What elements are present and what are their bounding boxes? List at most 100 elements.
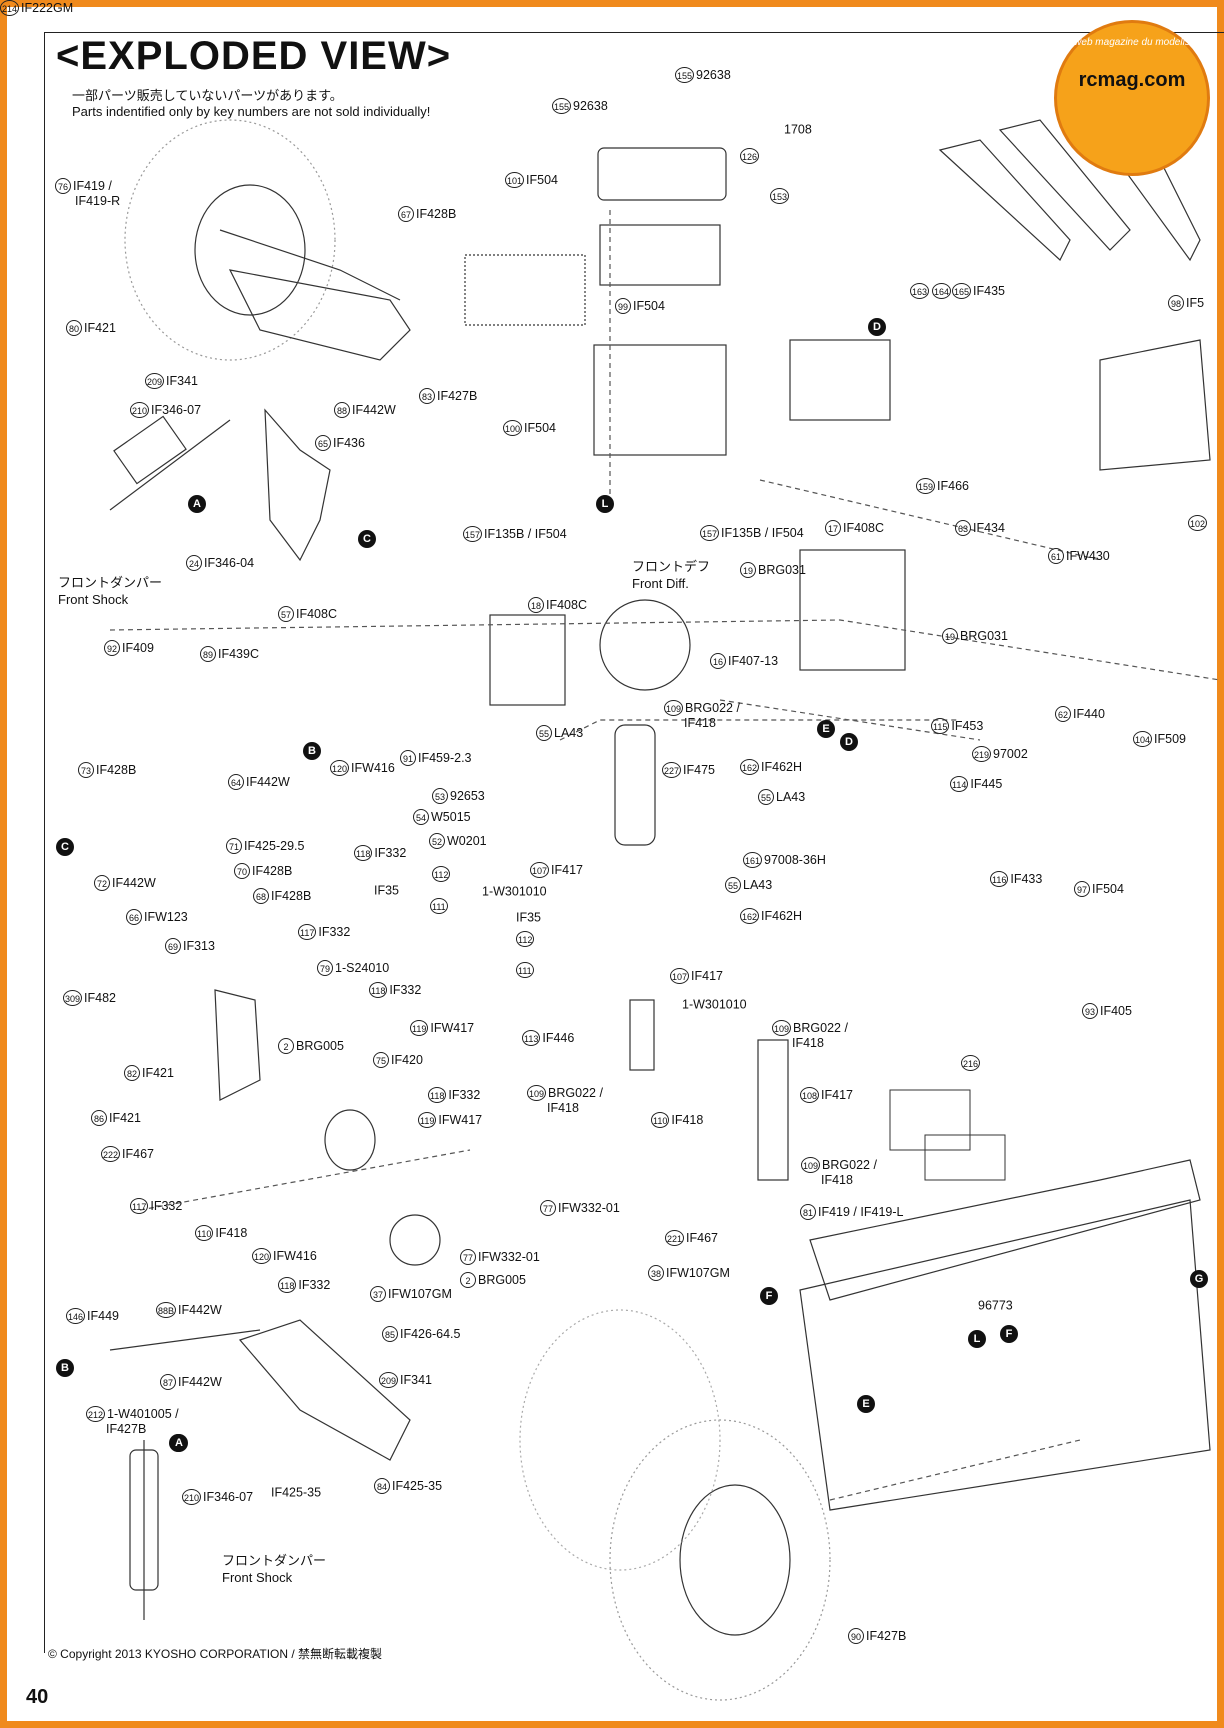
- part-key-number: 120: [330, 760, 350, 776]
- part-key-number: 98: [1168, 295, 1184, 311]
- part-code: IF449: [87, 1309, 119, 1323]
- page-number: 40: [26, 1686, 49, 1708]
- part-code-line2: IF418: [821, 1173, 853, 1187]
- assembly-marker: B: [56, 1359, 74, 1377]
- part-key-number: 107: [530, 862, 550, 878]
- rcmag-logo[interactable]: Le web magazine du modelisme rcmag.com: [1054, 20, 1210, 176]
- part-key-number: 111: [430, 898, 448, 914]
- assembly-marker: D: [868, 318, 886, 336]
- part-key-number: 24: [186, 555, 202, 571]
- part-key-number: 75: [373, 1052, 389, 1068]
- assembly-marker: C: [56, 838, 74, 856]
- receiver: [599, 224, 721, 286]
- part-code: IF440: [1073, 707, 1105, 721]
- part-label: 111: [516, 962, 536, 978]
- part-key-number: 57: [278, 606, 294, 622]
- steering-knuckle: [214, 989, 261, 1101]
- part-key-number: 63: [955, 520, 971, 536]
- part-key-number: 146: [66, 1308, 86, 1324]
- part-key-number: 79: [317, 960, 333, 976]
- upper-suspension-arm: [228, 269, 411, 361]
- part-code: IF408C: [546, 598, 587, 612]
- assembly-marker: L: [596, 495, 614, 513]
- part-label: 96773: [978, 1298, 1013, 1313]
- part-key-number: 214: [0, 0, 20, 16]
- part-label: 1-W301010: [482, 884, 547, 899]
- part-code: IF467: [122, 1147, 154, 1161]
- part-key-number: 161: [743, 852, 763, 868]
- part-key-number: 118: [428, 1087, 447, 1103]
- part-key-number: 99: [615, 298, 631, 314]
- part-code: IF467: [686, 1231, 718, 1245]
- part-code: IFW332-01: [558, 1201, 620, 1215]
- part-code: 1-W401005 /: [107, 1407, 179, 1421]
- part-key-number: 119: [418, 1112, 437, 1128]
- part-code: IF35: [516, 910, 542, 925]
- part-key-number: 109: [527, 1085, 547, 1101]
- part-code: IF466: [937, 479, 969, 493]
- part-key-number: 126: [740, 148, 760, 164]
- front-tire-upper: [124, 119, 336, 361]
- part-key-number: 159: [916, 478, 936, 494]
- part-code: IF135B / IF504: [484, 527, 567, 541]
- subtitle-en: Parts indentified only by key numbers ar…: [72, 104, 431, 119]
- part-key-number: 113: [522, 1030, 541, 1046]
- part-code: IF417: [691, 969, 723, 983]
- part-key-number: 52: [429, 833, 445, 849]
- part-key-number: 107: [670, 968, 690, 984]
- part-code: IF433: [1010, 872, 1043, 886]
- part-code: BRG022 /: [548, 1086, 603, 1100]
- part-code: IF482: [84, 991, 116, 1005]
- part-key-number: 2: [460, 1272, 476, 1288]
- part-key-number: 87: [160, 1374, 176, 1390]
- assembly-marker: C: [358, 530, 376, 548]
- part-key-number: 227: [662, 762, 682, 778]
- part-code: IFW417: [430, 1021, 475, 1035]
- part-code: LA43: [743, 878, 773, 892]
- part-code: IF504: [526, 173, 558, 187]
- part-code: BRG005: [478, 1273, 526, 1287]
- part-key-number: 165: [952, 283, 972, 299]
- part-code: IF435: [973, 284, 1005, 298]
- part-code: IF332: [374, 846, 407, 860]
- part-code: IF407-13: [728, 654, 779, 668]
- part-label: 112: [516, 931, 536, 947]
- front-diff: [599, 599, 691, 691]
- part-code: IF428B: [252, 864, 293, 878]
- part-code: IF428B: [96, 763, 137, 777]
- part-code: IF427B: [866, 1629, 907, 1643]
- part-key-number: 83: [419, 388, 435, 404]
- part-key-number: 80: [66, 320, 82, 336]
